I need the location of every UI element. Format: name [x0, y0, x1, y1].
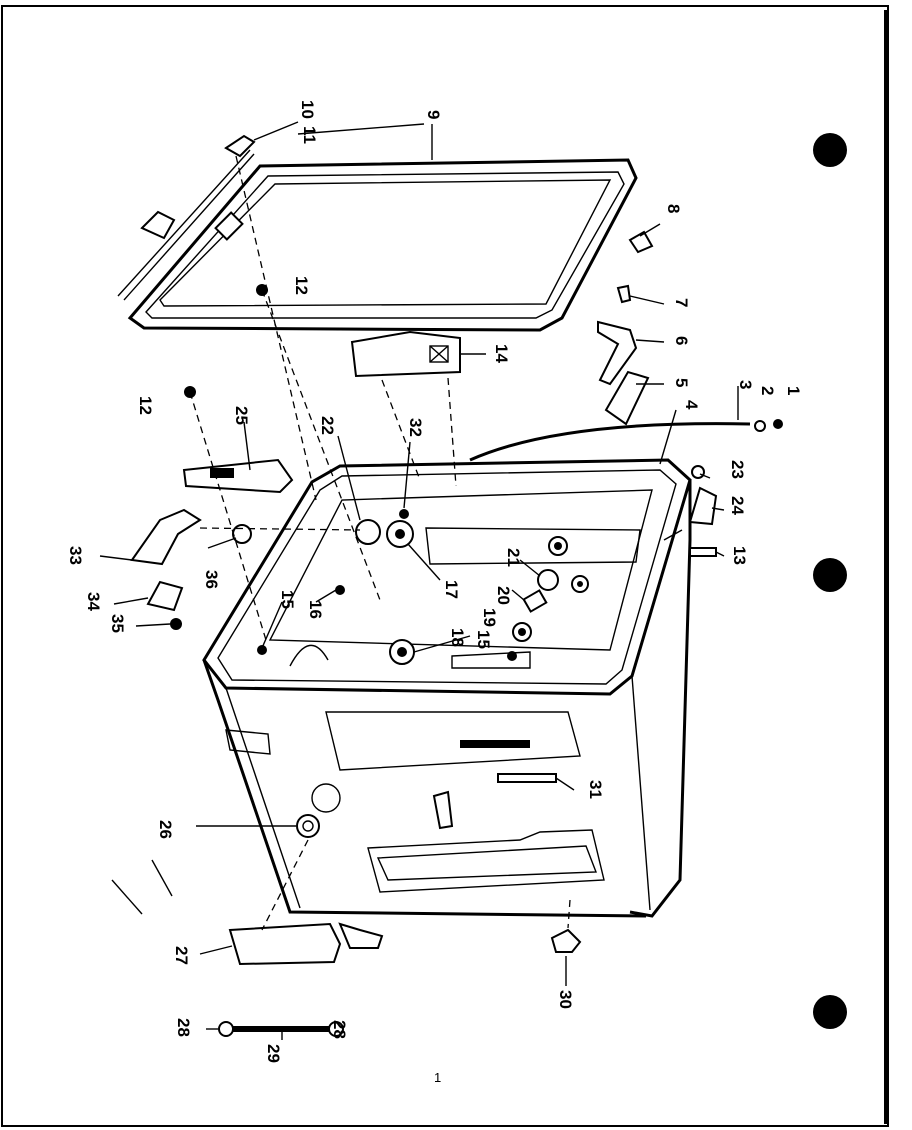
callout-9: 9: [424, 110, 443, 119]
part-14-switch: [350, 330, 461, 378]
callout-24: 24: [728, 496, 747, 515]
part-hinge-left: [140, 210, 176, 240]
callout-32: 32: [406, 418, 425, 437]
callout-28-right: 28: [330, 1020, 349, 1039]
part-36-grommet: [232, 524, 252, 544]
part-loose-clip: [432, 790, 454, 830]
part-10-clip: [224, 134, 256, 158]
callout-34: 34: [84, 592, 103, 611]
part-27-clip: [338, 922, 384, 949]
callout-labels: 1 2 3 4 5 6 7 8 9 10 11 12 12 13 14 15 1…: [66, 100, 803, 1063]
part-21-coil: [537, 569, 559, 591]
callout-30: 30: [556, 990, 575, 1009]
part-15-screw-left: [257, 645, 267, 655]
part-5-hinge-block: [604, 370, 650, 426]
callout-1: 1: [784, 386, 803, 395]
part-16-screw: [335, 585, 345, 595]
callout-22: 22: [318, 416, 337, 435]
callout-20: 20: [494, 586, 513, 605]
part-13-screw: [689, 547, 717, 557]
part-28-end-left: [218, 1021, 234, 1037]
part-24-bracket: [688, 486, 718, 526]
callout-25: 25: [232, 406, 251, 425]
callout-5: 5: [672, 378, 691, 387]
part-6-bracket: [597, 320, 638, 386]
page-number: 1: [434, 1070, 441, 1085]
binder-hole-top: [813, 133, 847, 167]
callout-26: 26: [156, 820, 175, 839]
part-25-slot: [210, 468, 234, 478]
callout-27: 27: [172, 946, 191, 965]
part-23-screw: [691, 465, 705, 479]
callout-6: 6: [672, 336, 691, 345]
lid-frame: [117, 149, 638, 332]
part-8-bumper: [628, 230, 654, 254]
page-frame: [1, 5, 889, 1127]
callout-35: 35: [108, 614, 127, 633]
callout-4: 4: [682, 400, 701, 410]
drain-opening: [311, 783, 341, 813]
callout-13: 13: [730, 546, 749, 565]
leader-lines: [99, 121, 739, 1040]
callout-21: 21: [504, 548, 523, 567]
binder-hole-middle: [813, 558, 847, 592]
callout-36: 36: [202, 570, 221, 589]
part-2-washer: [754, 420, 766, 432]
callout-12-lower: 12: [136, 396, 155, 415]
part-coil-right-hub: [577, 581, 583, 587]
callout-29: 29: [264, 1044, 283, 1063]
part-34-latch: [146, 580, 184, 612]
callout-19: 19: [480, 608, 499, 627]
part-28-end-right: [328, 1021, 344, 1037]
callout-12-upper: 12: [292, 276, 311, 295]
part-15-screw-right: [507, 651, 517, 661]
part-26-grommet-hole: [302, 820, 314, 832]
part-29-rod: [230, 1026, 330, 1032]
part-35-screw: [170, 618, 182, 630]
part-17-bearing-hub: [395, 529, 405, 539]
assembly-guides: [189, 155, 571, 931]
part-33-hinge: [130, 508, 202, 566]
callout-10: 10: [298, 100, 317, 119]
part-19-spring: [518, 628, 526, 636]
callout-17: 17: [442, 580, 461, 599]
part-26-grommet: [296, 814, 320, 838]
callout-2: 2: [758, 386, 777, 395]
part-21-coil-upper-hub: [554, 542, 562, 550]
callout-3: 3: [736, 380, 755, 389]
part-loose-screw: [151, 859, 173, 897]
callout-8: 8: [664, 204, 683, 213]
binder-hole-bottom: [813, 995, 847, 1029]
part-31-clip: [497, 773, 557, 783]
callout-15-left: 15: [278, 590, 297, 609]
part-27-bracket: [228, 922, 342, 966]
callout-33: 33: [66, 546, 85, 565]
callout-31: 31: [586, 780, 605, 799]
callout-18: 18: [448, 628, 467, 647]
callout-7: 7: [672, 298, 691, 307]
part-1-nut: [773, 419, 783, 429]
callout-11: 11: [300, 126, 319, 144]
part-30-foot: [550, 928, 582, 953]
part-20-pin: [522, 589, 548, 613]
part-3-rod: [469, 422, 751, 462]
part-loose-wire: [111, 879, 143, 915]
part-32-screw: [399, 509, 409, 519]
part-22-fitting: [355, 519, 381, 545]
callout-28-left: 28: [174, 1018, 193, 1037]
part-18-roller-hub: [397, 647, 407, 657]
callout-23: 23: [728, 460, 747, 479]
callout-14: 14: [492, 344, 511, 363]
callout-16: 16: [306, 600, 325, 619]
callout-15-right: 15: [474, 630, 493, 649]
part-7-screw: [616, 284, 632, 304]
